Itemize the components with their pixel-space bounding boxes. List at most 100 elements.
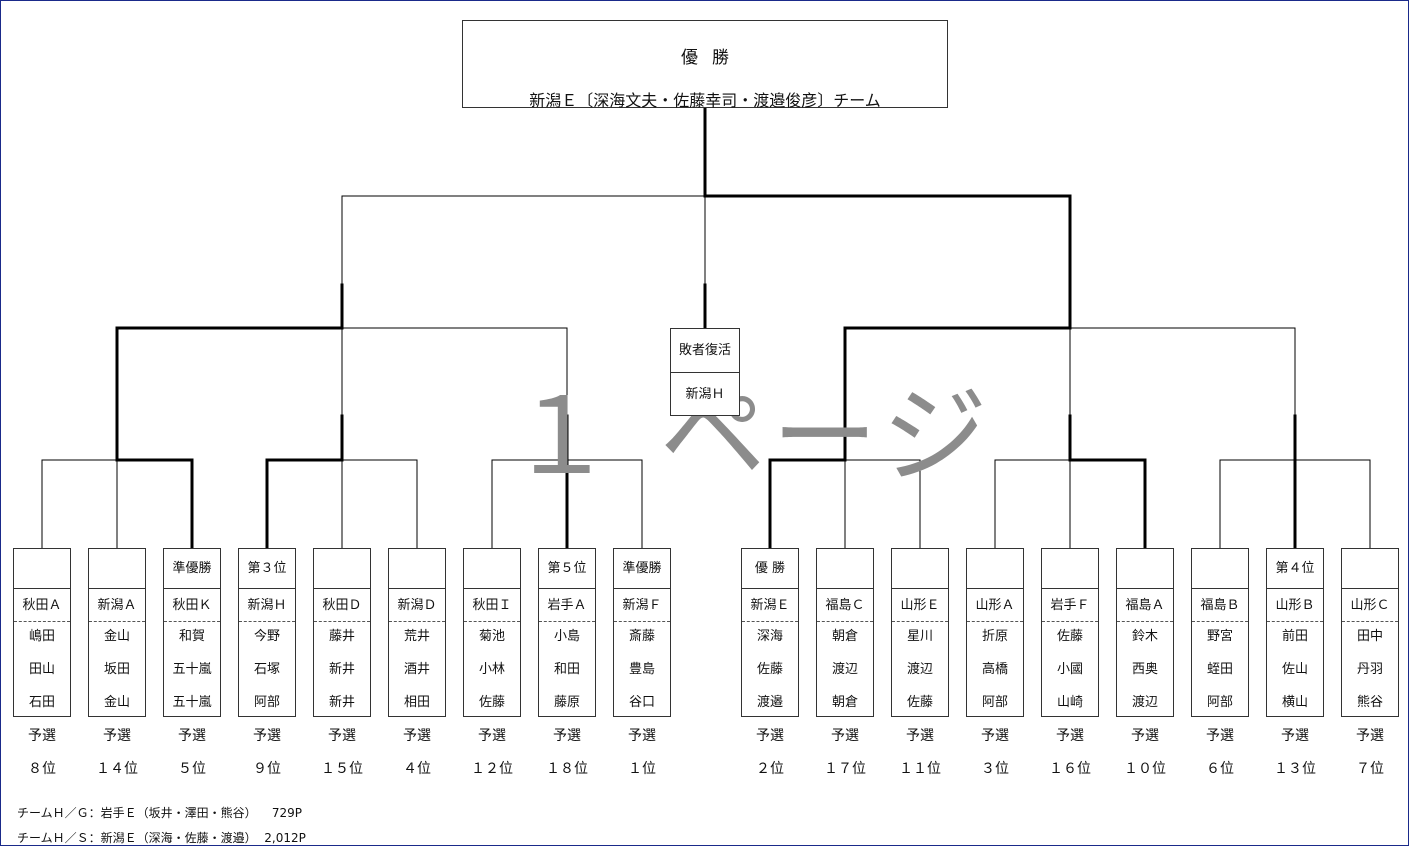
team-award xyxy=(892,549,948,589)
repechage-box: 敗者復活 新潟Ｈ xyxy=(670,328,740,416)
team-member: 金山 xyxy=(103,695,130,710)
team-member: 佐藤 xyxy=(906,695,933,710)
team-member: 佐山 xyxy=(1281,662,1308,677)
team-box: 第５位岩手Ａ 小島和田藤原 xyxy=(538,548,596,717)
team-member: 坂田 xyxy=(103,662,130,677)
team-name: 新潟Ｄ xyxy=(389,589,445,622)
team-stage: 予選 xyxy=(1056,728,1084,744)
team-award xyxy=(314,549,370,589)
team-award xyxy=(389,549,445,589)
team-member: 石塚 xyxy=(253,662,280,677)
team-award xyxy=(967,549,1023,589)
team-stage: 予選 xyxy=(1206,728,1234,744)
team-award xyxy=(817,549,873,589)
team-member: 五十嵐 xyxy=(172,695,212,710)
team-name: 山形Ｅ xyxy=(892,589,948,622)
team-name: 新潟Ｆ xyxy=(614,589,670,622)
team-member: 菊池 xyxy=(478,629,505,644)
team-stage: 予選 xyxy=(831,728,859,744)
team-award xyxy=(89,549,145,589)
team-name: 岩手Ａ xyxy=(539,589,595,622)
team-member: 五十嵐 xyxy=(172,662,212,677)
team-member: 酒井 xyxy=(403,662,430,677)
team-rank: １８位 xyxy=(546,761,588,777)
team-member: 和田 xyxy=(553,662,580,677)
team-rank: ２位 xyxy=(756,761,784,777)
team-name: 山形Ｂ xyxy=(1267,589,1323,622)
team-member: 横山 xyxy=(1281,695,1308,710)
team-name: 秋田Ｄ xyxy=(314,589,370,622)
team-stage: 予選 xyxy=(553,728,581,744)
team-member: 渡邉 xyxy=(756,695,783,710)
team-member: 阿部 xyxy=(253,695,280,710)
team-rank: １４位 xyxy=(96,761,138,777)
team-member: 田山 xyxy=(28,662,55,677)
champion-team: 新潟Ｅ〔深海文夫・佐藤幸司・渡邉俊彦〕チーム xyxy=(529,91,881,110)
team-rank: １３位 xyxy=(1274,761,1316,777)
team-member: 山崎 xyxy=(1056,695,1083,710)
team-member: 荒井 xyxy=(403,629,430,644)
team-member: 佐藤 xyxy=(756,662,783,677)
team-member: 小林 xyxy=(478,662,505,677)
footer-line-1: チームＨ／Ｇ：岩手Ｅ（坂井・澤田・熊谷） 729P xyxy=(17,806,303,820)
team-award xyxy=(14,549,70,589)
team-award: 第５位 xyxy=(539,549,595,589)
page-watermark: １ ページ xyxy=(508,375,994,498)
team-member: 熊谷 xyxy=(1356,695,1383,710)
team-member: 新井 xyxy=(328,695,355,710)
team-rank: １位 xyxy=(628,761,656,777)
team-name: 秋田Ｋ xyxy=(164,589,220,622)
team-name: 山形Ｃ xyxy=(1342,589,1398,622)
team-member: 折原 xyxy=(981,629,1008,644)
team-award xyxy=(1042,549,1098,589)
team-member: 深海 xyxy=(756,629,783,644)
team-stage: 予選 xyxy=(756,728,784,744)
team-box: 第４位山形Ｂ 前田佐山横山 xyxy=(1266,548,1324,717)
team-award: 第３位 xyxy=(239,549,295,589)
champion-label: 優勝 xyxy=(681,48,743,68)
team-member: 前田 xyxy=(1281,629,1308,644)
team-member: 野宮 xyxy=(1206,629,1233,644)
team-stage: 予選 xyxy=(103,728,131,744)
team-award xyxy=(1192,549,1248,589)
repechage-team: 新潟Ｈ xyxy=(685,387,725,402)
team-member: 星川 xyxy=(906,629,933,644)
team-stage: 予選 xyxy=(906,728,934,744)
team-award: 準優勝 xyxy=(614,549,670,589)
team-box: 山形Ｃ 田中丹羽熊谷 xyxy=(1341,548,1399,717)
team-member: 朝倉 xyxy=(831,695,858,710)
team-rank: ４位 xyxy=(403,761,431,777)
team-member: 阿部 xyxy=(1206,695,1233,710)
team-member: 阿部 xyxy=(981,695,1008,710)
team-member: 佐藤 xyxy=(478,695,505,710)
team-member: 斎藤 xyxy=(628,629,655,644)
team-member: 小島 xyxy=(553,629,580,644)
team-member: 新井 xyxy=(328,662,355,677)
team-name: 福島Ａ xyxy=(1117,589,1173,622)
team-rank: １６位 xyxy=(1049,761,1091,777)
team-member: 丹羽 xyxy=(1356,662,1383,677)
team-rank: ６位 xyxy=(1206,761,1234,777)
team-rank: １０位 xyxy=(1124,761,1166,777)
team-member: 高橋 xyxy=(981,662,1008,677)
team-member: 蛭田 xyxy=(1206,662,1233,677)
team-member: 藤原 xyxy=(553,695,580,710)
team-rank: １５位 xyxy=(321,761,363,777)
team-member: 田中 xyxy=(1356,629,1383,644)
team-name: 福島Ｂ xyxy=(1192,589,1248,622)
team-award: 準優勝 xyxy=(164,549,220,589)
team-award: 第４位 xyxy=(1267,549,1323,589)
team-name: 秋田Ａ xyxy=(14,589,70,622)
